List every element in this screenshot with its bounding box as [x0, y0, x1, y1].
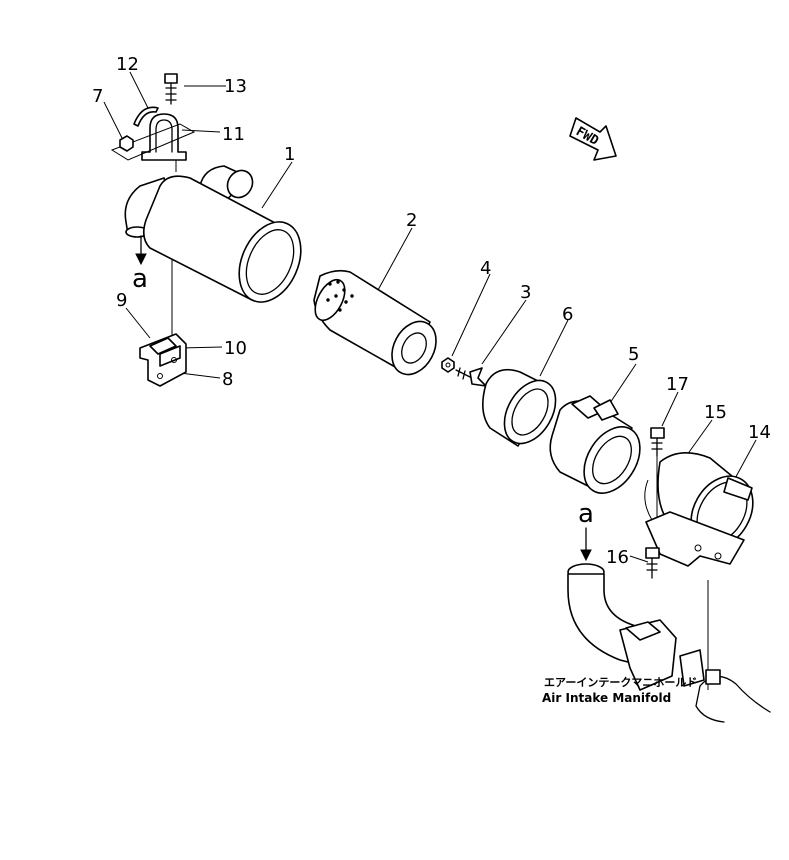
- ref-letter-a-upper: a: [132, 264, 148, 294]
- ref-letter-a-lower: a: [578, 499, 594, 529]
- callout-4: 4: [480, 258, 491, 279]
- intake-pipe: [567, 527, 771, 723]
- bracket-14: [644, 479, 745, 567]
- nut-7: [119, 135, 134, 152]
- callout-1: 1: [284, 144, 295, 165]
- callout-8: 8: [222, 369, 233, 390]
- callout-3: 3: [520, 282, 531, 303]
- nut-4: [441, 357, 455, 373]
- leader-lines: [103, 71, 757, 690]
- bolt-13-head: [164, 73, 178, 84]
- callout-16: 16: [606, 547, 629, 568]
- clip-9: [149, 337, 177, 355]
- plate-10: [159, 345, 181, 367]
- callout-5: 5: [628, 344, 639, 365]
- cover-5: [549, 395, 641, 494]
- manifold-label-en: Air Intake Manifold: [542, 691, 671, 705]
- callout-14: 14: [748, 422, 771, 443]
- callout-12: 12: [116, 54, 139, 75]
- callout-6: 6: [562, 304, 573, 325]
- callout-15: 15: [704, 402, 727, 423]
- u-clamp-11: [141, 113, 187, 161]
- bolt-16: [645, 547, 660, 579]
- callout-17: 17: [666, 374, 689, 395]
- callout-2: 2: [406, 210, 417, 231]
- callout-11: 11: [222, 124, 245, 145]
- callout-10: 10: [224, 338, 247, 359]
- manifold-label-jp: エアーインテークマニホールド: [544, 676, 697, 689]
- callout-9: 9: [116, 290, 127, 311]
- callout-13: 13: [224, 76, 247, 97]
- filter-perforations: [326, 280, 354, 312]
- bolt-17: [650, 427, 665, 457]
- air-cleaner-body-1: [124, 165, 302, 303]
- filter-element-2: [313, 269, 437, 376]
- strap-12: [133, 106, 159, 127]
- top-clamp-assembly: [110, 73, 196, 161]
- wing-bolt-3: [455, 367, 487, 387]
- inner-cap-6: [482, 368, 557, 447]
- callout-labels: 1 2 3 4 5 6 7 8 9 10 11 12 13 14 15 16 1…: [92, 54, 771, 568]
- callout-7: 7: [92, 86, 103, 107]
- lower-bracket-assembly: [139, 333, 187, 387]
- fwd-arrow: FWD: [569, 117, 617, 161]
